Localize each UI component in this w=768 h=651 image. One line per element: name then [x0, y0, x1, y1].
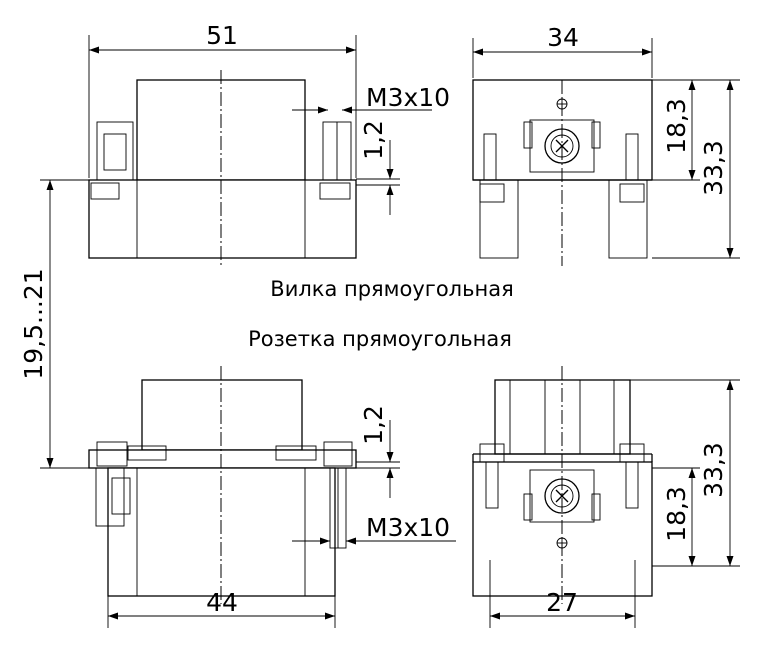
socket-height-dimensions: 18,3 33,3: [630, 379, 740, 567]
plug-screw-label: M3x10: [366, 83, 450, 112]
socket-side-view: [472, 366, 653, 604]
plug-width-dimension: 51: [88, 21, 357, 178]
socket-front-view: [88, 366, 357, 604]
plug-side-view: [472, 79, 653, 266]
plug-depth-dimension: 34: [472, 23, 653, 78]
socket-screw-callout: M3x10: [292, 513, 456, 545]
mating-range-dimension: 19,5...21: [19, 179, 89, 469]
plug-screw-callout: M3x10: [292, 83, 450, 114]
socket-width-label: 44: [206, 588, 238, 617]
plug-gap-dimension: 1,2: [356, 120, 400, 215]
socket-gap-dimension: 1,2: [356, 405, 400, 498]
plug-depth-label: 34: [547, 23, 579, 52]
plug-gap-label: 1,2: [359, 120, 388, 160]
plug-height-lower-label: 18,3: [662, 98, 691, 154]
socket-height-lower-label: 18,3: [662, 486, 691, 542]
socket-height-total-label: 33,3: [699, 442, 728, 498]
socket-depth-label: 27: [546, 588, 578, 617]
plug-width-label: 51: [206, 21, 238, 50]
socket-depth-dimension: 27: [489, 560, 636, 628]
socket-width-dimension: 44: [107, 560, 336, 628]
plug-caption: Вилка прямоугольная: [270, 277, 513, 301]
mating-range-label: 19,5...21: [19, 268, 48, 379]
socket-screw-label: M3x10: [366, 513, 450, 542]
plug-front-view: [88, 70, 357, 266]
plug-height-total-label: 33,3: [699, 140, 728, 196]
socket-gap-label: 1,2: [359, 405, 388, 445]
plug-height-dimensions: 18,3 33,3: [652, 79, 740, 259]
socket-caption: Розетка прямоугольная: [248, 327, 512, 351]
